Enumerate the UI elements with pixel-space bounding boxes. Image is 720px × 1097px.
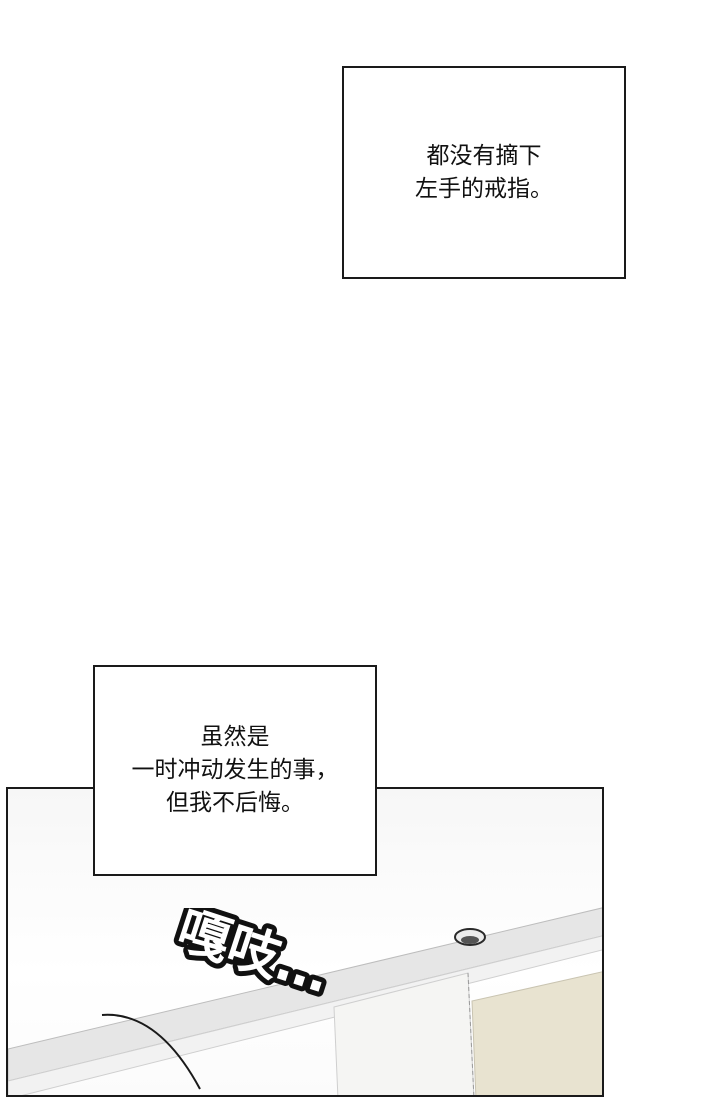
narration-line: 都没有摘下: [426, 142, 542, 169]
narration-line: 但我不后悔。: [166, 790, 304, 816]
narration-box-bottom: 虽然是 一时冲动发生的事， 但我不后悔。: [93, 665, 377, 876]
wall-rail-shadow: [8, 935, 602, 1095]
narration-box-top: 都没有摘下 左手的戒指。: [342, 66, 626, 279]
narration-line: 一时冲动发生的事，: [131, 757, 339, 783]
narration-line: 虽然是: [200, 724, 270, 750]
cloth-seam: [467, 972, 475, 1095]
room-scene-illustration: [8, 907, 602, 1095]
narration-line: 左手的戒指。: [415, 175, 553, 202]
wall-rail: [8, 907, 602, 1082]
sound-effect-text: 嘎吱…: [170, 908, 337, 1005]
rail-knob-shadow: [461, 936, 479, 944]
beige-wall: [471, 971, 602, 1095]
sound-effect-lettering: 嘎吱…: [165, 895, 342, 1010]
sound-effect: 嘎吱…: [160, 895, 342, 1058]
hanging-cloth: [333, 972, 475, 1095]
curved-outline: [101, 1013, 201, 1090]
